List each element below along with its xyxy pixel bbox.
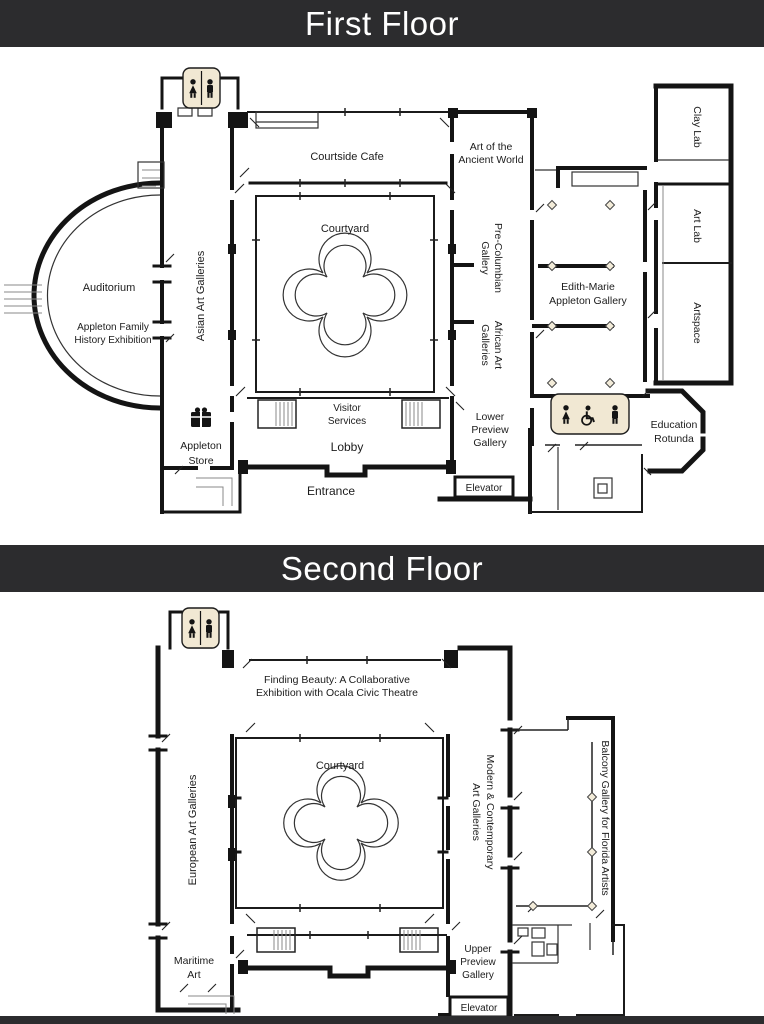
label-entrance: Entrance — [307, 484, 355, 498]
svg-text:Gallery: Gallery — [473, 437, 507, 449]
column-marker-icons-2 — [528, 792, 597, 911]
restroom-icon-2 — [181, 607, 220, 649]
svg-text:Art: Art — [187, 969, 201, 981]
label-edith-marie: Edith-Marie — [561, 281, 615, 293]
gift-icon — [191, 407, 211, 427]
svg-text:Preview: Preview — [471, 424, 509, 436]
label-courtyard-1: Courtyard — [321, 223, 369, 235]
label-elevator-2: Elevator — [461, 1003, 498, 1014]
svg-text:Preview: Preview — [460, 957, 496, 968]
label-finding-beauty: Finding Beauty: A Collaborative — [264, 674, 410, 686]
label-lobby: Lobby — [331, 440, 364, 454]
second-floor-title: Second Floor — [280, 549, 484, 587]
column-marker-icons — [547, 200, 615, 388]
label-maritime-art: Maritime — [174, 955, 214, 967]
svg-text:Art Galleries: Art Galleries — [470, 783, 482, 841]
label-auditorium: Auditorium — [83, 282, 136, 294]
first-floor-title: First Floor — [305, 4, 459, 42]
label-lower-preview: Lower — [476, 411, 505, 423]
label-ancient-world: Art of the — [470, 141, 513, 153]
svg-text:Rotunda: Rotunda — [654, 433, 694, 445]
label-elevator-1: Elevator — [466, 483, 503, 494]
accessible-restroom-icon — [550, 393, 630, 435]
bottom-strip — [0, 1016, 764, 1024]
label-appleton-store: Appleton — [180, 440, 222, 452]
label-asian-galleries: Asian Art Galleries — [195, 250, 207, 341]
first-floor-plan: Courtside Cafe Art of the Ancient World … — [4, 67, 734, 514]
label-balcony-gallery: Balcony Gallery for Florida Artists — [599, 740, 611, 895]
label-pre-columbian: Pre-Columbian — [492, 223, 504, 293]
svg-text:Ancient World: Ancient World — [458, 154, 523, 166]
label-european-galleries: European Art Galleries — [187, 774, 199, 885]
svg-text:Gallery: Gallery — [462, 970, 494, 981]
label-courtside-cafe: Courtside Cafe — [310, 151, 383, 163]
svg-text:Galleries: Galleries — [479, 324, 491, 365]
second-floor-plan: Finding Beauty: A Collaborative Exhibiti… — [148, 607, 625, 1016]
svg-text:Exhibition with Ocala Civic Th: Exhibition with Ocala Civic Theatre — [256, 687, 418, 699]
svg-text:Store: Store — [188, 455, 213, 467]
label-artspace: Artspace — [691, 302, 703, 344]
svg-text:History Exhibition: History Exhibition — [74, 335, 151, 346]
label-upper-preview: Upper — [464, 944, 492, 955]
label-visitor-services: Visitor — [333, 403, 361, 414]
svg-text:Services: Services — [328, 416, 366, 427]
label-art-lab: Art Lab — [691, 209, 703, 243]
second-floor-walls — [148, 610, 625, 1016]
svg-text:Gallery: Gallery — [479, 241, 491, 275]
fountain-quatrefoil — [282, 232, 408, 358]
second-floor-title-bar: Second Floor — [0, 545, 764, 592]
first-floor-title-bar: First Floor — [0, 0, 764, 47]
first-floor-walls — [4, 76, 734, 514]
label-appleton-family: Appleton Family — [77, 322, 149, 333]
label-modern-contemporary: Modern & Contemporary — [484, 755, 496, 871]
label-clay-lab: Clay Lab — [691, 106, 703, 148]
label-courtyard-2: Courtyard — [316, 760, 364, 772]
svg-text:Appleton Gallery: Appleton Gallery — [549, 295, 627, 307]
label-african-art: African Art — [492, 321, 504, 370]
fountain-quatrefoil-2 — [283, 765, 399, 881]
label-education-rotunda: Education — [651, 419, 698, 431]
restroom-icon — [182, 67, 221, 109]
